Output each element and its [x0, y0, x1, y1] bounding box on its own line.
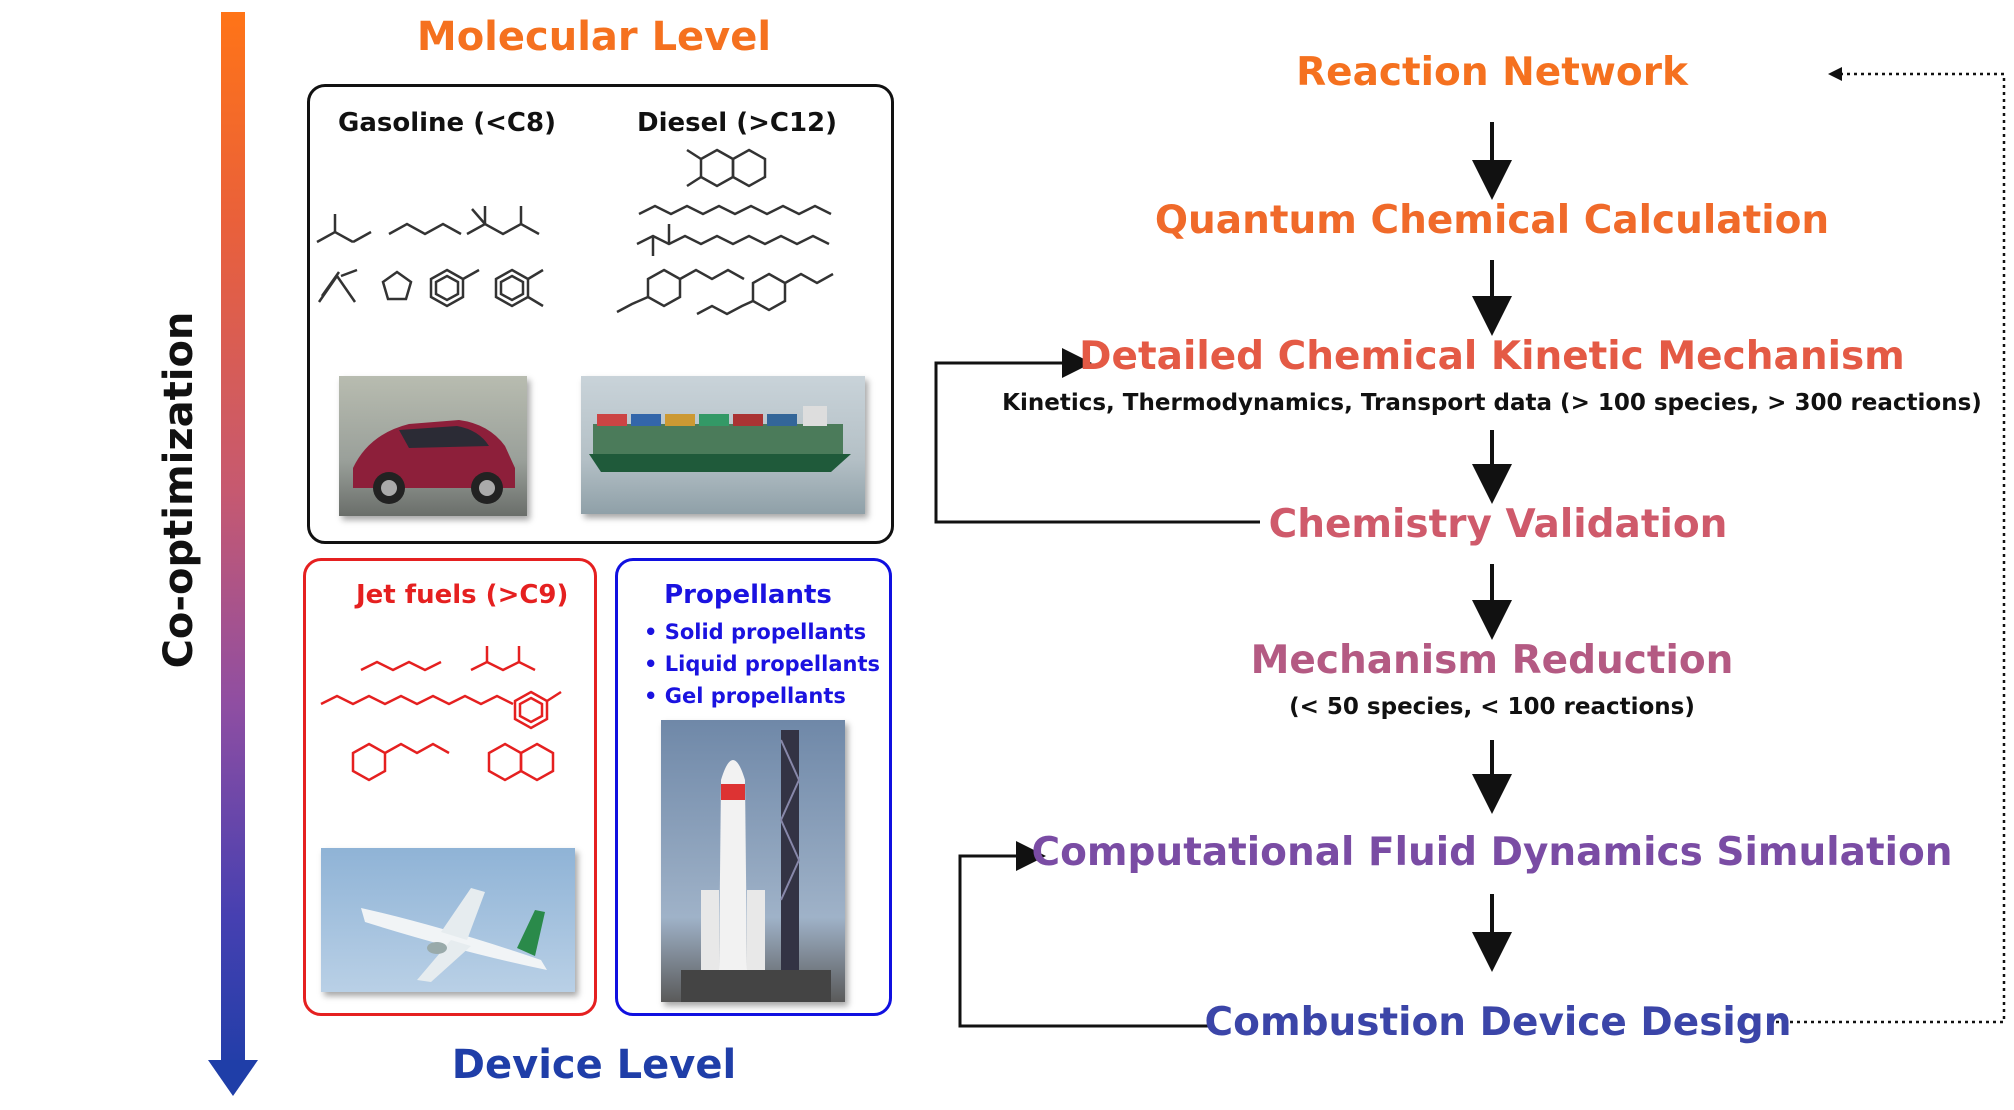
propellant-item-liquid: • Liquid propellants: [644, 652, 880, 676]
car-photo: [339, 376, 527, 516]
step-reaction-network: Reaction Network: [1296, 50, 1688, 95]
cyclopentane-molecule: [381, 270, 413, 301]
gasoline-diesel-molecules: [316, 148, 834, 316]
reduced-mechanism-details: (< 50 species, < 100 reactions): [1289, 694, 1695, 720]
outer-iteration-loop: [1776, 72, 2006, 1024]
step-label: Chemistry Validation: [1268, 502, 1728, 547]
co-optimization-gradient-arrow: [221, 12, 245, 1077]
xylene-molecule: [494, 268, 544, 308]
step-label: Combustion Device Design: [1204, 1000, 1792, 1045]
gasoline-label: Gasoline (<C8): [338, 108, 556, 138]
molecular-level-title: Molecular Level: [416, 14, 772, 60]
kinetic-mechanism-details: Kinetics, Thermodynamics, Transport data…: [1002, 390, 1982, 416]
dodecane-molecule: [320, 694, 514, 706]
propellant-item-label: Gel propellants: [664, 684, 846, 708]
tetralin-molecule: [686, 148, 767, 188]
container-ship-photo: [581, 376, 865, 514]
propellant-item-label: Liquid propellants: [664, 652, 880, 676]
airplane-photo: [321, 848, 575, 992]
co-optimization-arrow-head: [208, 1060, 258, 1096]
device-level-title: Device Level: [451, 1042, 737, 1088]
diesel-label: Diesel (>C12): [637, 108, 838, 138]
toluene-molecule: [429, 268, 480, 308]
alkene-molecule: [317, 268, 358, 303]
step-mechanism-reduction: Mechanism Reduction: [1251, 638, 1734, 683]
propellant-item-label: Solid propellants: [664, 620, 867, 644]
propellants-panel: [615, 558, 892, 1016]
design-feedback-loop: [958, 841, 1214, 1028]
decalin-molecule: [487, 742, 555, 782]
isooctane-molecule: [470, 646, 536, 672]
alkylcyclohexane-molecule: [351, 742, 450, 782]
step-label: Reaction Network: [1296, 50, 1688, 95]
jet-fuels-label: Jet fuels (>C9): [356, 580, 569, 610]
step-detailed-kinetic-mechanism: Detailed Chemical Kinetic Mechanism: [1079, 334, 1905, 379]
step-label: Computational Fluid Dynamics Simulation: [1031, 830, 1953, 875]
jet-fuel-molecules: [320, 646, 562, 782]
toluene-molecule: [513, 690, 562, 730]
propellants-list: • Solid propellants • Liquid propellants…: [644, 620, 880, 708]
hexadecane-molecule: [638, 204, 832, 216]
jet-fuels-panel: [303, 558, 597, 1016]
propellant-item-gel: • Gel propellants: [644, 684, 846, 708]
rocket-photo: [661, 720, 845, 1002]
step-cfd-simulation: Computational Fluid Dynamics Simulation: [1031, 830, 1952, 875]
alkene-molecule: [360, 660, 442, 672]
gasoline-diesel-panel: [307, 84, 894, 544]
step-label: Quantum Chemical Calculation: [1154, 198, 1830, 243]
alkylcyclohexane-molecule: [696, 272, 834, 316]
isobutane-molecule: [316, 214, 372, 244]
validation-feedback-loop: [934, 348, 1260, 524]
outer-loop-arrow-head: [1828, 67, 1842, 81]
pentane-molecule: [388, 222, 462, 236]
step-label: Mechanism Reduction: [1250, 638, 1734, 683]
isooctane-molecule: [466, 206, 540, 236]
step-label: Detailed Chemical Kinetic Mechanism: [1079, 334, 1905, 379]
step-chemistry-validation: Chemistry Validation: [1269, 502, 1728, 547]
alkylbenzene-molecule: [616, 268, 745, 314]
step-quantum-chemical-calculation: Quantum Chemical Calculation: [1155, 198, 1829, 243]
step-combustion-device-design: Combustion Device Design: [1205, 1000, 1792, 1045]
propellant-item-solid: • Solid propellants: [644, 620, 867, 644]
branched-alkane-molecule: [636, 224, 830, 256]
propellants-title: Propellants: [664, 580, 832, 610]
